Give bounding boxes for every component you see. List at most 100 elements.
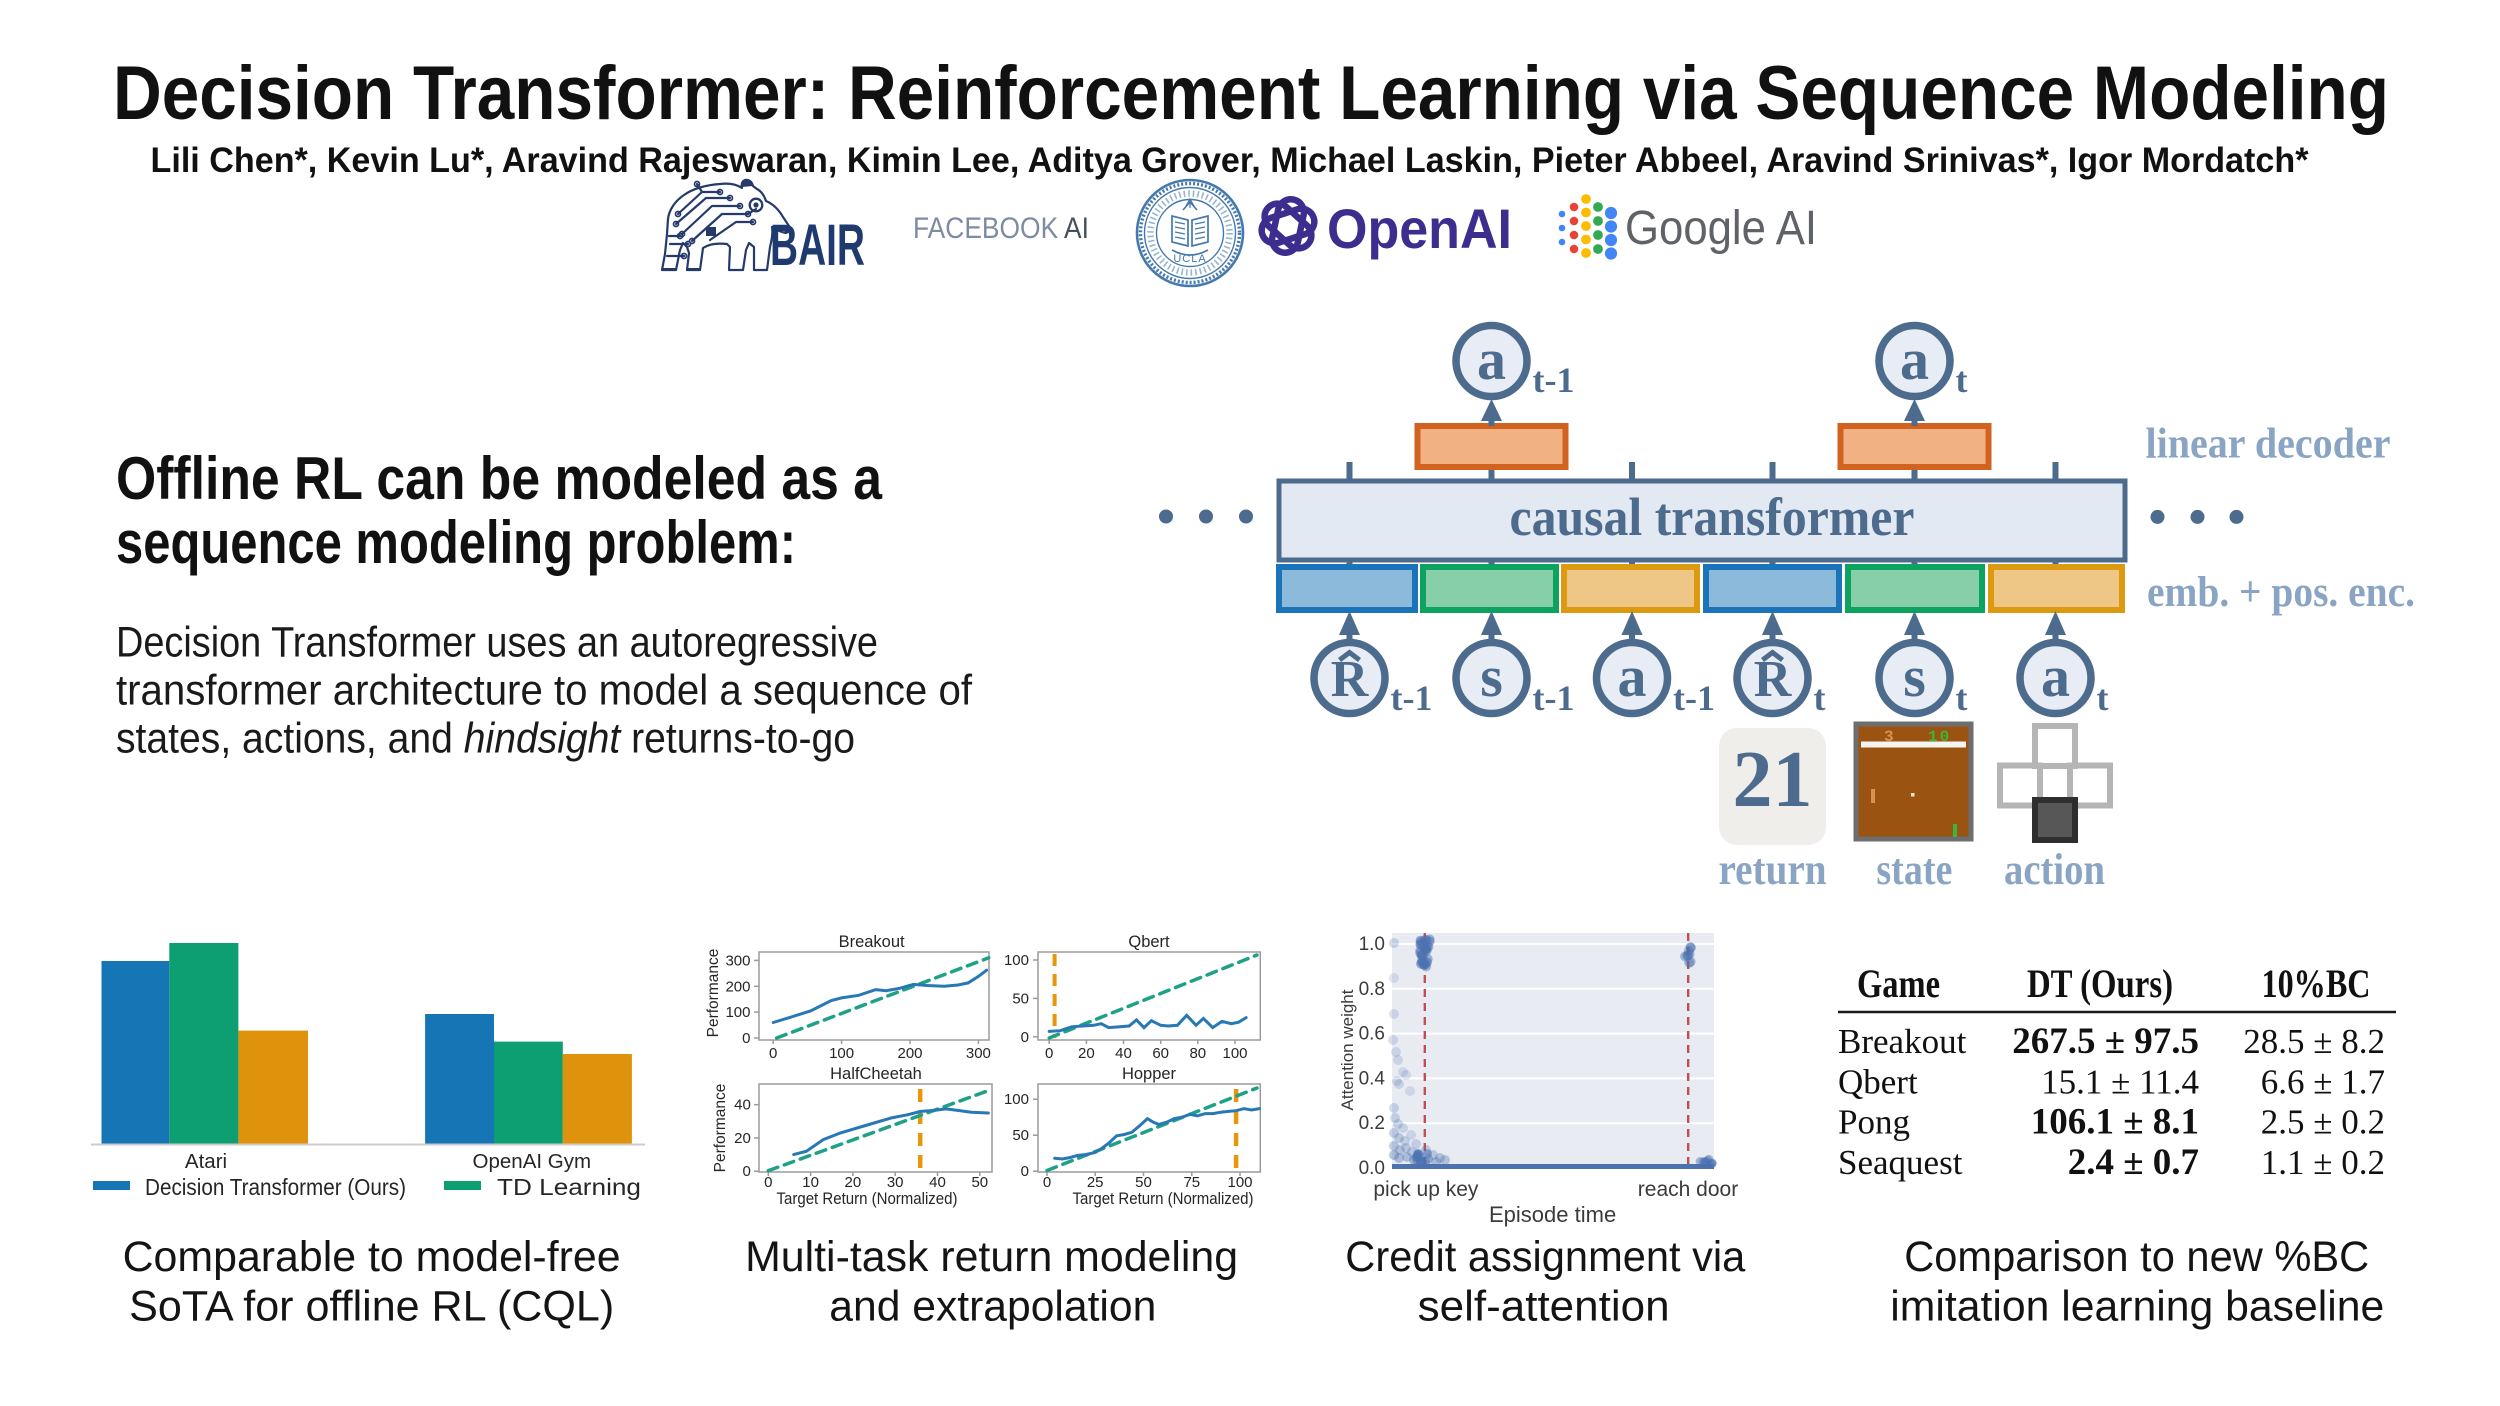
svg-text:SoTA for offline RL (CQL): SoTA for offline RL (CQL): [129, 1283, 614, 1331]
svg-text:return: return: [1719, 845, 1827, 894]
svg-text:a: a: [1900, 327, 1929, 392]
svg-text:sequence modeling problem:: sequence modeling problem:: [116, 508, 796, 576]
svg-text:50: 50: [1012, 990, 1029, 1007]
svg-text:2.5 ± 0.2: 2.5 ± 0.2: [2261, 1103, 2385, 1142]
svg-text:and extrapolation: and extrapolation: [829, 1283, 1156, 1331]
svg-text:self-attention: self-attention: [1418, 1283, 1670, 1331]
svg-text:pick up key: pick up key: [1373, 1178, 1479, 1201]
svg-text:30: 30: [887, 1174, 904, 1191]
svg-text:a: a: [2041, 644, 2070, 709]
svg-text:BAIR: BAIR: [770, 213, 865, 278]
svg-text:0.8: 0.8: [1359, 979, 1385, 1000]
svg-text:transformer architecture to mo: transformer architecture to model a sequ…: [116, 667, 973, 715]
svg-text:causal transformer: causal transformer: [1510, 487, 1915, 547]
svg-text:0: 0: [1021, 1029, 1029, 1046]
svg-text:Comparable to model-free: Comparable to model-free: [123, 1233, 621, 1281]
svg-text:100: 100: [829, 1045, 854, 1062]
svg-text:21: 21: [1733, 736, 1813, 824]
svg-text:100: 100: [1004, 1091, 1029, 1108]
svg-text:1.0: 1.0: [1359, 934, 1385, 955]
svg-text:t: t: [1956, 678, 1968, 718]
svg-text:Decision Transformer uses an a: Decision Transformer uses an autoregress…: [116, 619, 878, 667]
svg-text:0: 0: [1021, 1163, 1029, 1180]
svg-text:Breakout: Breakout: [839, 933, 905, 951]
svg-text:Qbert: Qbert: [1838, 1062, 1918, 1101]
svg-text:0.4: 0.4: [1359, 1068, 1386, 1089]
svg-text:267.5 ± 97.5: 267.5 ± 97.5: [2012, 1021, 2199, 1062]
svg-text:100: 100: [1222, 1045, 1247, 1062]
svg-text:t-1: t-1: [1533, 678, 1575, 718]
svg-text:Google AI: Google AI: [1625, 202, 1817, 255]
svg-text:imitation learning baseline: imitation learning baseline: [1890, 1283, 2384, 1331]
svg-text:0.2: 0.2: [1359, 1113, 1385, 1134]
svg-text:75: 75: [1183, 1174, 1200, 1191]
svg-text:200: 200: [725, 978, 750, 995]
svg-text:Performance: Performance: [705, 949, 722, 1038]
svg-text:a: a: [1477, 327, 1506, 392]
svg-text:50: 50: [1012, 1127, 1029, 1144]
svg-text:linear decoder: linear decoder: [2146, 421, 2391, 468]
svg-text:100: 100: [1227, 1174, 1252, 1191]
svg-text:40: 40: [1115, 1045, 1132, 1062]
svg-text:Qbert: Qbert: [1128, 933, 1170, 951]
svg-text:3: 3: [1884, 728, 1894, 746]
svg-text:200: 200: [897, 1045, 922, 1062]
svg-text:action: action: [2004, 845, 2105, 894]
svg-text:40: 40: [734, 1097, 751, 1114]
svg-text:OpenAI Gym: OpenAI Gym: [473, 1150, 592, 1173]
svg-text:t-1: t-1: [1533, 360, 1575, 400]
svg-text:t-1: t-1: [1391, 678, 1433, 718]
svg-text:Offline RL can be modeled as a: Offline RL can be modeled as a: [116, 444, 883, 512]
svg-text:106.1 ± 8.1: 106.1 ± 8.1: [2031, 1102, 2199, 1143]
svg-text:0: 0: [769, 1045, 777, 1062]
svg-text:FACEBOOK AI: FACEBOOK AI: [913, 212, 1089, 245]
svg-text:DT (Ours): DT (Ours): [2027, 961, 2173, 1006]
svg-text:Target Return (Normalized): Target Return (Normalized): [777, 1189, 958, 1208]
svg-text:15.1 ± 11.4: 15.1 ± 11.4: [2041, 1062, 2199, 1101]
svg-text:states, actions, and hindsight: states, actions, and hindsight returns-t…: [116, 715, 855, 763]
svg-text:s: s: [1480, 644, 1503, 709]
svg-text:Hopper: Hopper: [1122, 1065, 1177, 1083]
svg-text:Game: Game: [1857, 961, 1940, 1006]
svg-text:Lili Chen*, Kevin Lu*, Aravind: Lili Chen*, Kevin Lu*, Aravind Rajeswara…: [151, 141, 2309, 180]
svg-text:Seaquest: Seaquest: [1838, 1143, 1963, 1182]
svg-text:0: 0: [764, 1174, 772, 1191]
svg-text:100: 100: [725, 1004, 750, 1021]
svg-text:10%BC: 10%BC: [2262, 961, 2371, 1006]
svg-text:2.4 ± 0.7: 2.4 ± 0.7: [2068, 1142, 2199, 1183]
svg-text:t-1: t-1: [1673, 678, 1715, 718]
svg-text:10: 10: [802, 1174, 819, 1191]
svg-text:Decision Transformer (Ours): Decision Transformer (Ours): [145, 1174, 406, 1200]
svg-text:state: state: [1876, 845, 1952, 894]
svg-text:6.6 ± 1.7: 6.6 ± 1.7: [2261, 1062, 2385, 1101]
svg-text:R: R: [1754, 651, 1793, 708]
svg-text:0.6: 0.6: [1359, 1024, 1385, 1045]
svg-text:20: 20: [845, 1174, 862, 1191]
svg-text:0: 0: [1045, 1045, 1053, 1062]
svg-text:300: 300: [725, 952, 750, 969]
svg-text:60: 60: [1152, 1045, 1169, 1062]
svg-text:s: s: [1903, 644, 1926, 709]
svg-text:300: 300: [966, 1045, 991, 1062]
svg-text:28.5 ± 8.2: 28.5 ± 8.2: [2243, 1022, 2385, 1061]
svg-text:emb. + pos. enc.: emb. + pos. enc.: [2147, 569, 2415, 616]
svg-text:Performance: Performance: [712, 1084, 729, 1173]
svg-text:Episode time: Episode time: [1489, 1202, 1616, 1227]
svg-text:Breakout: Breakout: [1838, 1022, 1967, 1061]
svg-text:0: 0: [742, 1163, 750, 1180]
svg-text:25: 25: [1087, 1174, 1104, 1191]
svg-text:0.0: 0.0: [1359, 1158, 1385, 1179]
svg-text:reach door: reach door: [1638, 1178, 1738, 1201]
svg-text:1.1 ± 0.2: 1.1 ± 0.2: [2261, 1143, 2385, 1182]
svg-text:Attention weight: Attention weight: [1338, 989, 1357, 1110]
svg-text:80: 80: [1189, 1045, 1206, 1062]
svg-text:20: 20: [734, 1130, 751, 1147]
svg-text:Comparison to new %BC: Comparison to new %BC: [1904, 1233, 2369, 1281]
svg-text:t: t: [1814, 678, 1826, 718]
svg-text:Pong: Pong: [1838, 1103, 1910, 1142]
svg-text:TD Learning: TD Learning: [497, 1174, 641, 1200]
svg-text:0: 0: [1043, 1174, 1051, 1191]
svg-text:10: 10: [1928, 728, 1951, 746]
svg-text:0: 0: [742, 1030, 750, 1047]
svg-text:Decision Transformer: Reinforc: Decision Transformer: Reinforcement Lear…: [113, 51, 2389, 136]
